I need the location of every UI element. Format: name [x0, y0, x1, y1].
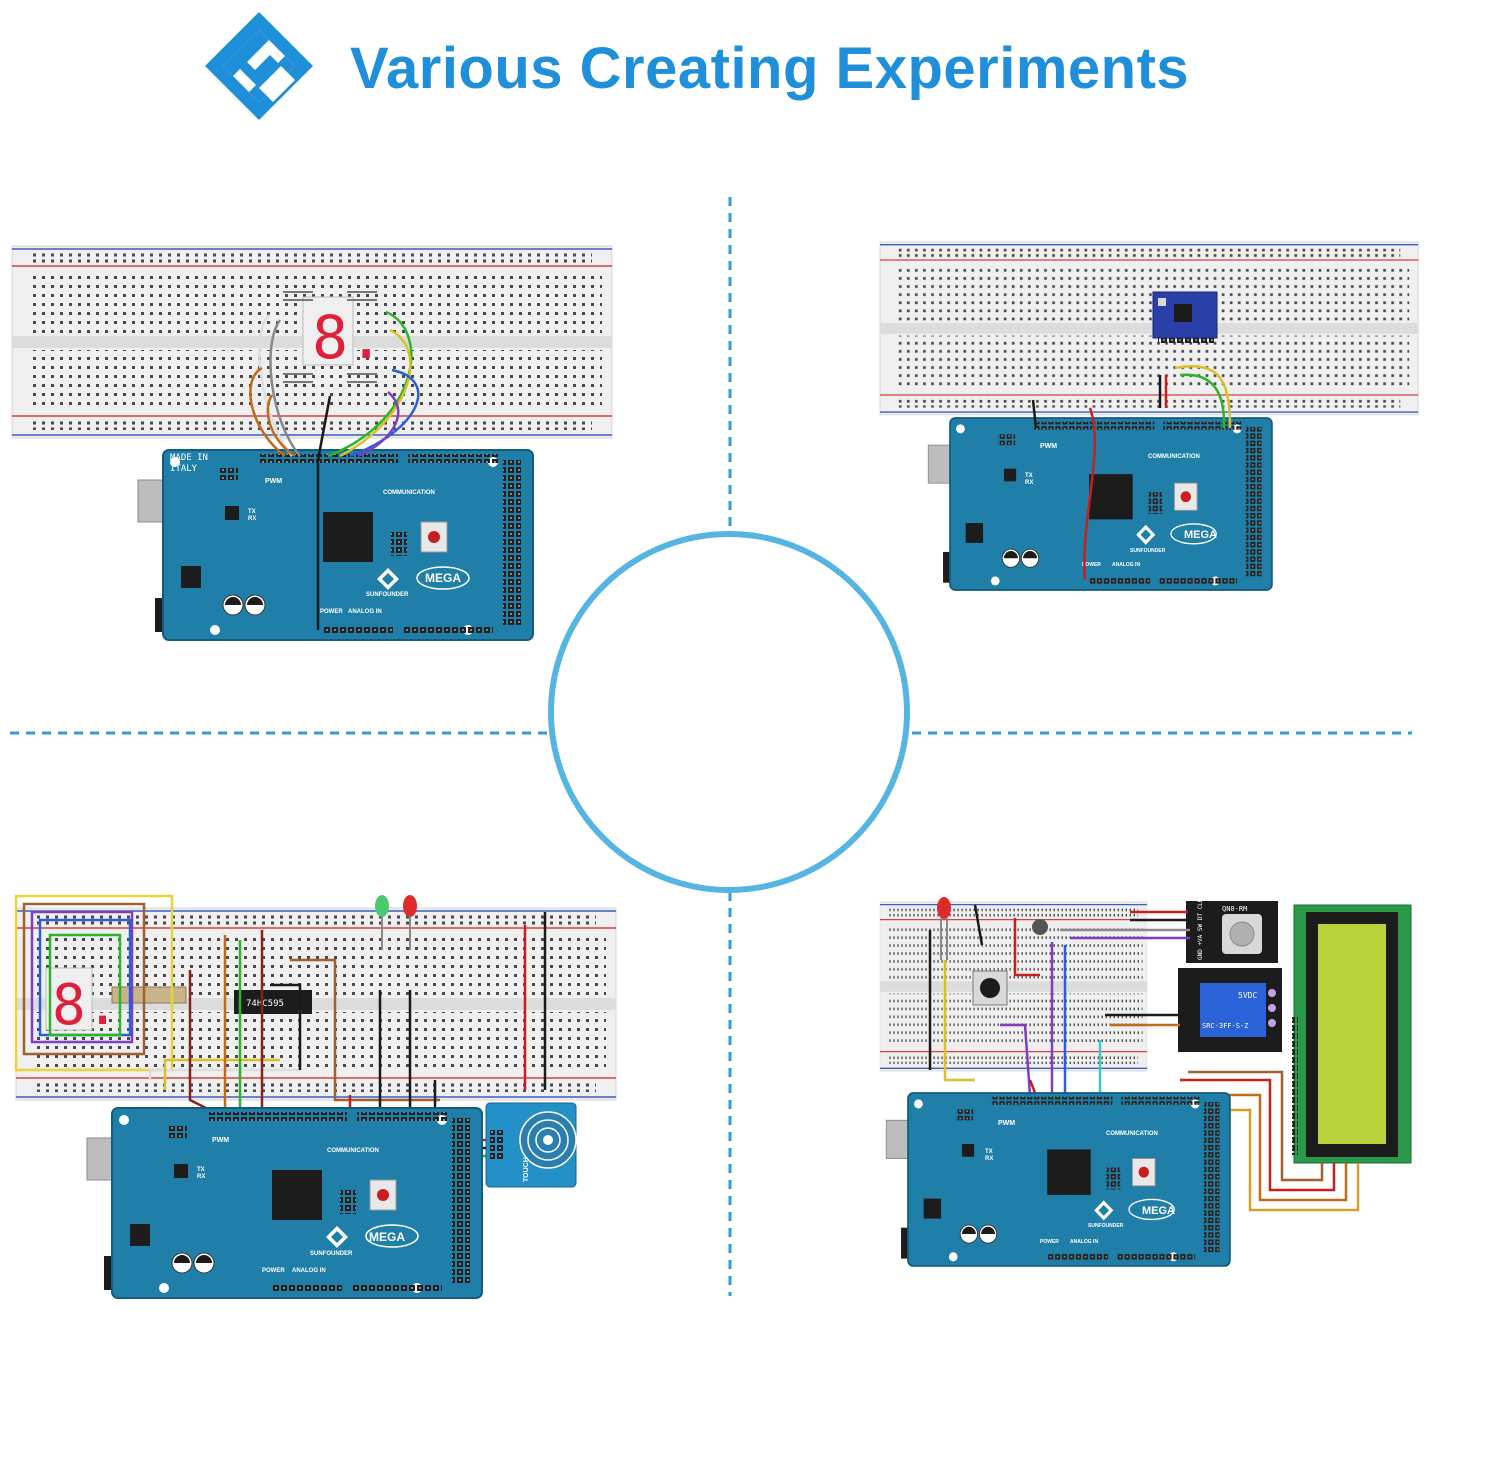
svg-text:MADE IN: MADE IN	[170, 453, 208, 463]
svg-text:POWER: POWER	[1040, 1239, 1059, 1245]
svg-text:QN0-RM: QN0-RM	[1222, 905, 1247, 913]
svg-text:MEGA: MEGA	[1142, 1205, 1175, 1217]
svg-text:RX: RX	[248, 516, 256, 522]
svg-text:PWM: PWM	[998, 1120, 1015, 1127]
svg-text:TX: TX	[1025, 473, 1033, 479]
svg-text:POWER: POWER	[1082, 562, 1101, 568]
svg-text:TX: TX	[985, 1149, 993, 1155]
seven-segment-display-icon: 8.	[45, 967, 119, 1038]
touch-sensor-icon: TOUCH	[485, 1102, 577, 1188]
gyroscope-module-icon	[1152, 291, 1218, 344]
svg-text:RX: RX	[985, 1156, 993, 1162]
svg-text:SUNFOUNDER: SUNFOUNDER	[1130, 548, 1166, 554]
svg-text:SUNFOUNDER: SUNFOUNDER	[310, 1251, 353, 1257]
svg-text:POWER: POWER	[320, 609, 343, 615]
svg-text:SUNFOUNDER: SUNFOUNDER	[1088, 1223, 1124, 1229]
svg-text:COMMUNICATION: COMMUNICATION	[1148, 454, 1200, 460]
svg-text:ITALY: ITALY	[170, 464, 198, 474]
led-pair-icon	[375, 895, 417, 950]
sunfounder-s-logo-icon	[205, 12, 313, 120]
svg-text:ANALOG IN: ANALOG IN	[348, 609, 382, 615]
svg-text:MEGA: MEGA	[425, 571, 461, 585]
svg-text:ANALOG IN: ANALOG IN	[1112, 562, 1140, 568]
svg-text:RX: RX	[1025, 480, 1033, 486]
header: Various Creating Experiments	[0, 0, 1500, 150]
svg-text:PWM: PWM	[1040, 443, 1057, 450]
svg-text:PWM: PWM	[212, 1137, 229, 1144]
svg-text:8.: 8.	[312, 303, 384, 373]
rotary-encoder-icon: QN0-RM GND +VA SW DT CLK	[1186, 898, 1278, 963]
svg-text:MEGA: MEGA	[1184, 529, 1217, 541]
page-title: Various Creating Experiments	[350, 36, 1190, 101]
svg-text:POWER: POWER	[262, 1268, 285, 1274]
svg-text:ANALOG IN: ANALOG IN	[1070, 1239, 1098, 1245]
svg-text:ANALOG IN: ANALOG IN	[292, 1268, 326, 1274]
svg-text:RX: RX	[197, 1174, 205, 1180]
experiment-shift-register: 8. 74HC595	[14, 894, 617, 1299]
relay-module-icon: 5VDC SRC-3FF-S-Z	[1178, 968, 1282, 1052]
push-button-icon	[972, 970, 1008, 1006]
svg-text:5VDC: 5VDC	[1238, 991, 1257, 1000]
svg-text:SRC-3FF-S-Z: SRC-3FF-S-Z	[1202, 1022, 1248, 1030]
svg-text:74HC595: 74HC595	[246, 999, 284, 1009]
svg-text:TOUCH: TOUCH	[523, 1157, 530, 1182]
thermistor-icon	[1032, 919, 1048, 935]
svg-text:TX: TX	[197, 1167, 205, 1173]
svg-text:COMMUNICATION: COMMUNICATION	[1106, 1131, 1158, 1137]
svg-text:8.: 8.	[52, 973, 119, 1038]
svg-text:MEGA: MEGA	[369, 1230, 405, 1244]
center-ring-icon	[548, 531, 910, 893]
svg-text:GND +VA SW DT CLK: GND +VA SW DT CLK	[1197, 898, 1204, 960]
svg-text:PWM: PWM	[265, 478, 282, 485]
experiment-seven-segment: 8. MADE IN ITALY PWM COMMUNICATION TX RX…	[11, 245, 613, 641]
svg-text:COMMUNICATION: COMMUNICATION	[383, 490, 435, 496]
lcd-display-icon	[1292, 904, 1412, 1164]
experiment-relay-lcd: QN0-RM GND +VA SW DT CLK 5VDC SRC-3FF-S-…	[879, 897, 1412, 1267]
led-icon	[937, 897, 951, 960]
svg-text:SUNFOUNDER: SUNFOUNDER	[366, 592, 409, 598]
experiment-gyroscope: PWM COMMUNICATION TX RX MEGA SUNFOUNDER …	[879, 241, 1419, 591]
svg-text:COMMUNICATION: COMMUNICATION	[327, 1148, 379, 1154]
seven-segment-display-icon: 8.	[302, 296, 384, 373]
svg-text:TX: TX	[248, 509, 256, 515]
